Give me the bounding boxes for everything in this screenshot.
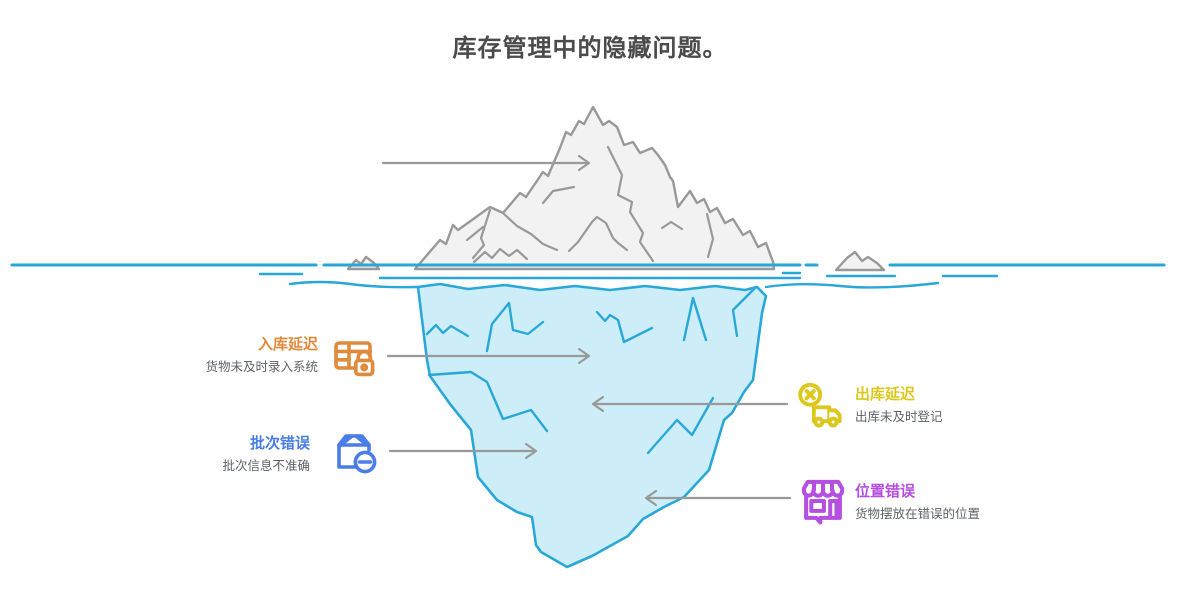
label-location-error-subtitle: 货物摆放在错误的位置 xyxy=(855,507,981,521)
arrow-location-error xyxy=(644,489,792,507)
package-minus-icon xyxy=(332,428,380,476)
label-location-error-title: 位置错误 xyxy=(855,483,916,500)
label-batch-error: 批次错误 批次信息不准确 xyxy=(110,435,310,474)
label-inbound-delay-title: 入库延迟 xyxy=(257,336,318,353)
store-icon xyxy=(796,474,850,528)
iceberg-below-cracks xyxy=(425,286,757,455)
iceberg-below-water xyxy=(416,282,768,569)
label-outbound-delay-title: 出库延迟 xyxy=(855,386,916,403)
truck-x-icon xyxy=(795,380,847,432)
water-surface xyxy=(10,263,1166,289)
label-inbound-delay-subtitle: 货物未及时录入系统 xyxy=(205,360,318,374)
arrow-batch-error xyxy=(388,442,538,460)
label-location-error: 位置错误 货物摆放在错误的位置 xyxy=(855,483,1095,522)
small-rock-left xyxy=(346,255,381,271)
arrow-outbound-delay xyxy=(591,395,789,413)
arrow-inbound-delay xyxy=(386,347,591,365)
iceberg-above-water xyxy=(346,105,886,272)
page-title: 库存管理中的隐藏问题。 xyxy=(452,35,728,62)
arrow-peak xyxy=(381,154,591,172)
label-outbound-delay-subtitle: 出库未及时登记 xyxy=(855,410,943,424)
label-outbound-delay: 出库延迟 出库未及时登记 xyxy=(855,386,1095,425)
small-rock-right xyxy=(834,250,886,272)
label-batch-error-subtitle: 批次信息不准确 xyxy=(222,459,310,473)
pointer-arrows xyxy=(381,154,792,507)
iceberg-above-cracks xyxy=(465,145,715,264)
label-batch-error-title: 批次错误 xyxy=(249,435,310,452)
table-lock-icon xyxy=(331,334,379,382)
label-inbound-delay: 入库延迟 货物未及时录入系统 xyxy=(118,336,318,375)
